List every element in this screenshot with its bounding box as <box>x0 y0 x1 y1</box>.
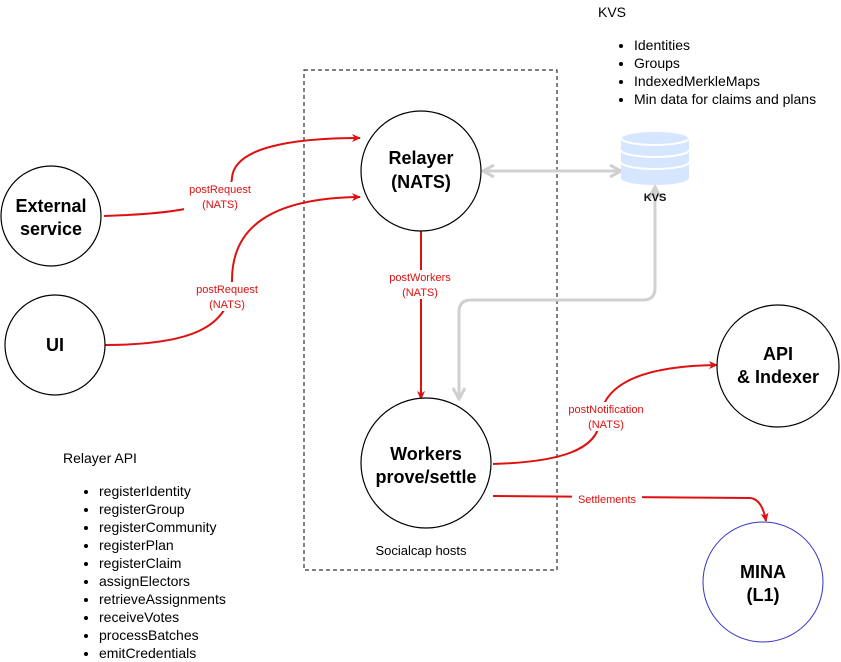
edge-label-line: (NATS) <box>202 199 238 211</box>
list-item: registerClaim <box>99 554 226 572</box>
list-item: Min data for claims and plans <box>634 90 816 108</box>
socialcap-hosts-container <box>303 69 558 571</box>
edge-label-workers: postWorkers (NATS) <box>384 270 456 299</box>
edge-label-notification: postNotification (NATS) <box>561 402 653 431</box>
edge-ui-to-relayer <box>103 193 361 346</box>
node-label-line: (NATS) <box>391 172 451 192</box>
edge-label-line: Settlements <box>578 494 637 506</box>
list-item: receiveVotes <box>99 608 226 626</box>
node-api-indexer: API & Indexer <box>716 304 840 428</box>
node-label-line: External <box>15 196 86 216</box>
relayer-api-notes: Relayer API registerIdentity registerGro… <box>63 449 226 662</box>
node-label-line: Relayer <box>388 148 453 168</box>
list-item: emitCredentials <box>99 644 226 662</box>
list-item: registerGroup <box>99 500 226 518</box>
node-ui: UI <box>4 294 106 396</box>
list-item: registerIdentity <box>99 482 226 500</box>
edge-label-line: postRequest <box>196 284 258 296</box>
node-label-line: UI <box>46 335 64 355</box>
node-label-line: & Indexer <box>737 367 819 387</box>
node-label-line: service <box>20 219 82 239</box>
edge-label-line: (NATS) <box>209 299 245 311</box>
edge-label-line: postNotification <box>568 404 643 416</box>
node-label-line: (L1) <box>747 585 780 605</box>
edge-external-to-relayer <box>103 134 361 217</box>
node-mina: MINA (L1) <box>702 521 824 643</box>
list-item: Identities <box>634 36 816 54</box>
edge-label-external: postRequest (NATS) <box>184 182 256 211</box>
kvs-notes: KVS Identities Groups IndexedMerkleMaps … <box>598 3 816 108</box>
hosts-label: Socialcap hosts <box>375 543 467 558</box>
node-workers: Workers prove/settle <box>360 397 492 529</box>
edge-label-line: (NATS) <box>402 287 438 299</box>
list-item: processBatches <box>99 626 226 644</box>
edge-label-settlements: Settlements <box>572 491 642 506</box>
edge-workers-to-mina <box>492 495 769 522</box>
list-item: registerCommunity <box>99 518 226 536</box>
edge-label-line: postWorkers <box>389 272 451 284</box>
edge-label-ui: postRequest (NATS) <box>191 282 263 311</box>
node-relayer: Relayer (NATS) <box>360 110 482 232</box>
node-label-line: MINA <box>740 562 786 582</box>
edge-label-line: postRequest <box>189 184 251 196</box>
node-label-line: prove/settle <box>375 467 476 487</box>
kvs-notes-title: KVS <box>598 4 627 20</box>
kvs-database-icon <box>620 130 690 185</box>
relayer-api-title: Relayer API <box>63 450 137 466</box>
list-item: IndexedMerkleMaps <box>634 72 816 90</box>
workers-kvs-link <box>459 188 655 398</box>
node-external-service: External service <box>0 165 102 267</box>
list-item: retrieveAssignments <box>99 590 226 608</box>
kvs-database-label: KVS <box>644 192 667 204</box>
list-item: Groups <box>634 54 816 72</box>
list-item: assignElectors <box>99 572 226 590</box>
node-label-line: API <box>763 344 793 364</box>
node-label-line: Workers <box>390 444 462 464</box>
kvs-notes-list: Identities Groups IndexedMerkleMaps Min … <box>598 36 816 108</box>
list-item: registerPlan <box>99 536 226 554</box>
edge-label-line: (NATS) <box>588 419 624 431</box>
relayer-api-list: registerIdentity registerGroup registerC… <box>63 482 226 662</box>
